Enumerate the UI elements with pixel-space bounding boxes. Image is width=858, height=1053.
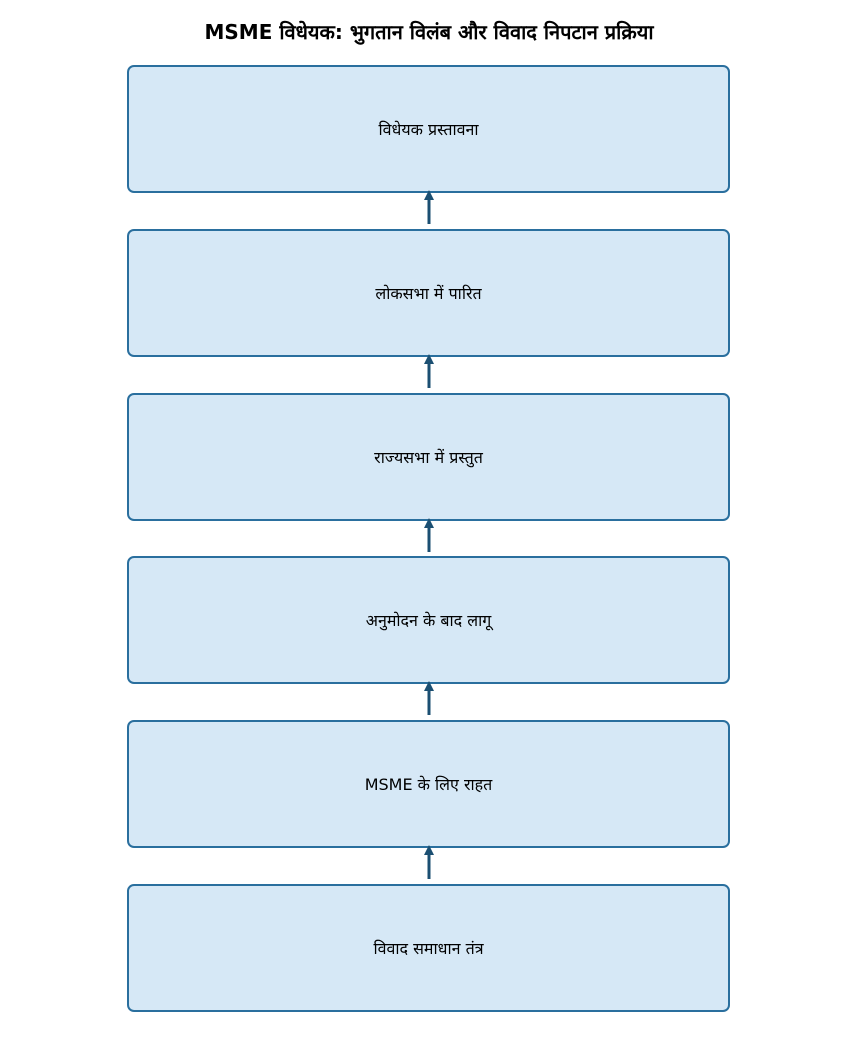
- stage-label: राज्यसभा में प्रस्तुत: [374, 448, 483, 467]
- stage-box-3: राज्यसभा में प्रस्तुत: [127, 393, 730, 521]
- stage-box-4: अनुमोदन के बाद लागू: [127, 556, 730, 684]
- stage-label: विवाद समाधान तंत्र: [373, 939, 484, 958]
- arrow-up-icon: [424, 354, 434, 388]
- stage-label: अनुमोदन के बाद लागू: [365, 611, 492, 630]
- stage-box-5: MSME के लिए राहत: [127, 720, 730, 848]
- arrow-up-icon: [424, 190, 434, 224]
- stage-label: लोकसभा में पारित: [375, 284, 482, 303]
- stage-box-2: लोकसभा में पारित: [127, 229, 730, 357]
- stage-label: MSME के लिए राहत: [364, 775, 493, 794]
- arrow-up-icon: [424, 845, 434, 879]
- stage-label: विधेयक प्रस्तावना: [378, 120, 479, 139]
- diagram-title: MSME विधेयक: भुगतान विलंब और विवाद निपटा…: [204, 20, 654, 44]
- stage-box-6: विवाद समाधान तंत्र: [127, 884, 730, 1012]
- stage-box-1: विधेयक प्रस्तावना: [127, 65, 730, 193]
- arrow-up-icon: [424, 681, 434, 715]
- arrow-up-icon: [424, 518, 434, 552]
